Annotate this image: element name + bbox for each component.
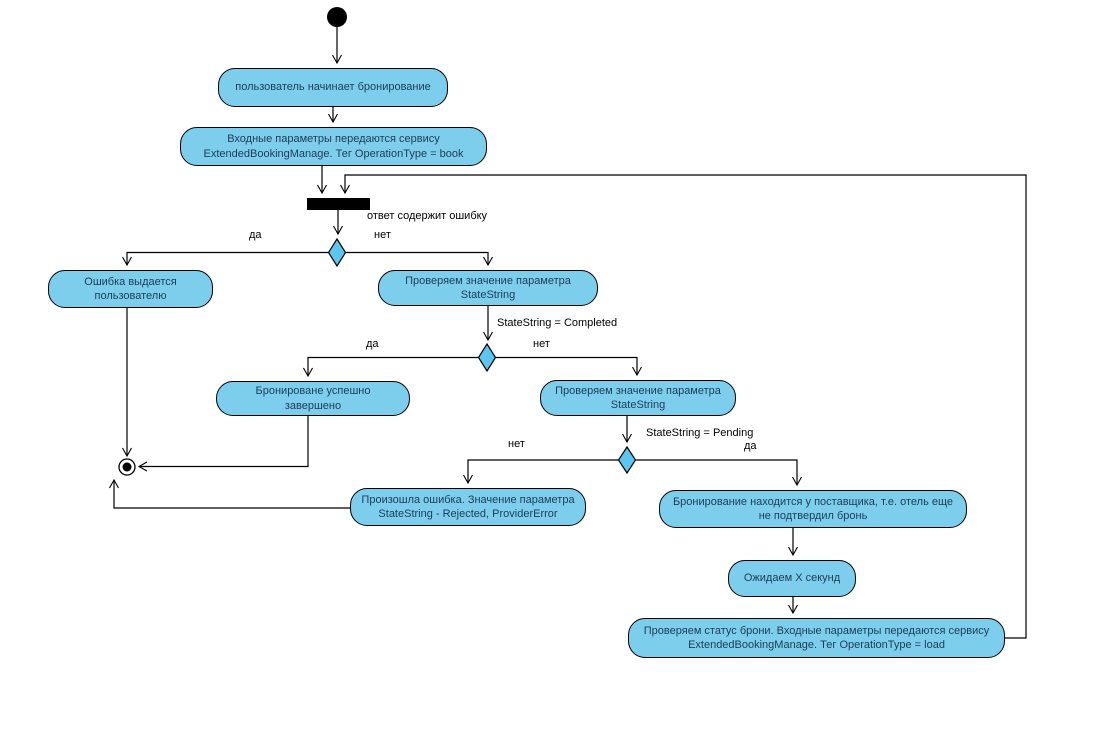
decision-response-has-error (327, 237, 347, 268)
branch-label-yes-3: да (744, 440, 757, 452)
guard-response-has-error: ответ содержит ошибку (367, 210, 488, 222)
activity-check-statestring-2: Проверяем значение параметра StateString (540, 380, 736, 416)
branch-label-no-2: нет (533, 338, 550, 350)
decision-statestring-pending (617, 445, 637, 475)
edge-booking-completed-to-final (137, 416, 309, 472)
edge-pending-decision-yes-to-booking-at-provider (636, 459, 802, 487)
sync-bar-node (307, 198, 370, 210)
activity-booking-completed: Бронироване успешно завершено (216, 381, 410, 416)
edge-check-status-loop-to-sync-bar (340, 174, 1027, 639)
guard-statestring-pending: StateString = Pending (646, 427, 754, 439)
activity-input-params-book: Входные параметры передаются сервису Ext… (180, 127, 487, 166)
edge-completed-decision-yes-to-booking-completed (303, 356, 478, 378)
activity-booking-at-provider: Бронирование находится у поставщика, т.е… (659, 490, 967, 528)
edge-error-occurred-to-final (109, 478, 350, 509)
activity-user-starts-booking: пользователь начинает бронирование (218, 68, 448, 107)
edge-error-decision-no-to-check-statestring-1 (346, 251, 493, 267)
branch-label-yes-1: да (249, 229, 262, 241)
activity-error-shown-to-user: Ошибка выдается пользователю (48, 270, 213, 308)
guard-statestring-completed: StateString = Completed (497, 317, 618, 329)
final-state-node (118, 458, 136, 476)
edge-error-decision-yes-to-error-shown (122, 251, 328, 267)
activity-wait-x-seconds: Ожидаем X секунд (728, 560, 856, 597)
branch-label-no-3: нет (508, 438, 525, 450)
branch-label-yes-2: да (366, 338, 379, 350)
decision-statestring-completed (477, 342, 497, 373)
edge-pending-decision-no-to-error-occurred (463, 459, 618, 485)
branch-label-no-1: нет (374, 229, 391, 241)
activity-error-occurred-rejected: Произошла ошибка. Значение параметра Sta… (350, 488, 586, 526)
activity-check-statestring-1: Проверяем значение параметра StateString (378, 270, 598, 306)
activity-check-booking-status-load: Проверяем статус брони. Входные параметр… (628, 618, 1005, 658)
initial-state-node (327, 7, 347, 27)
edge-completed-decision-no-to-check-statestring-2 (496, 356, 642, 377)
